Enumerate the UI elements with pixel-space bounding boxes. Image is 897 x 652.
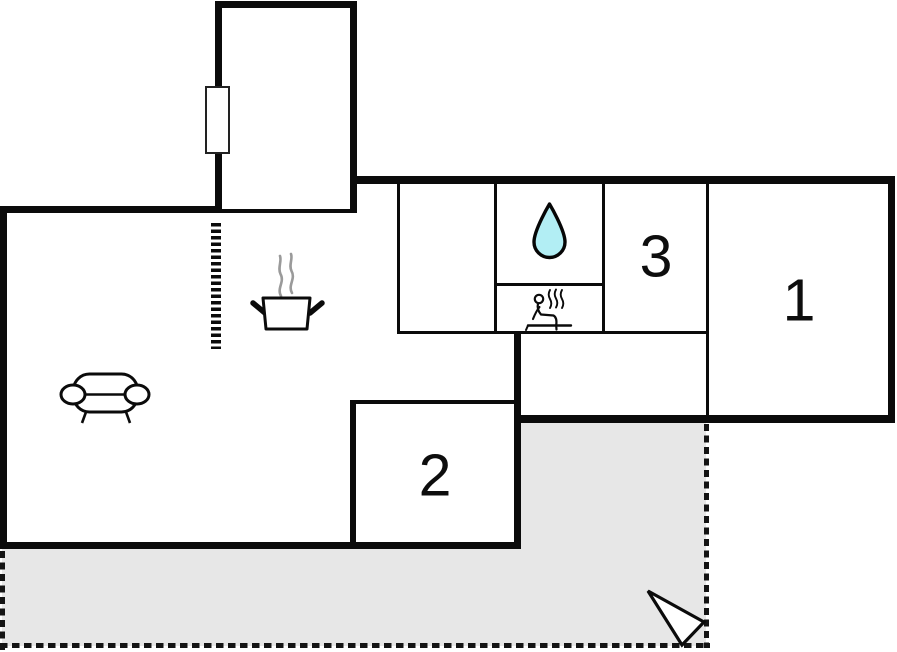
wall-segment xyxy=(215,1,357,8)
wall-segment xyxy=(350,400,356,549)
wall-segment xyxy=(350,1,357,213)
kitchen-divider-dashed-line xyxy=(211,223,221,349)
terrace-dashed-border-left xyxy=(0,551,5,650)
wall-segment xyxy=(218,209,352,213)
room-3-label: 3 xyxy=(639,223,673,290)
wall-segment xyxy=(0,542,521,549)
water-drop-icon xyxy=(532,202,567,260)
wall-segment xyxy=(215,154,222,213)
wall-segment xyxy=(494,184,497,334)
wall-segment xyxy=(0,206,218,213)
wall-segment xyxy=(497,283,602,286)
cooking-pot-icon xyxy=(250,252,325,331)
room-2-label: 2 xyxy=(418,442,452,509)
room-1-label: 1 xyxy=(782,267,816,334)
wall-segment xyxy=(397,184,400,334)
wall-segment xyxy=(215,1,222,86)
wall-segment xyxy=(514,333,521,549)
door-icon xyxy=(205,86,230,154)
entrance-arrow-icon xyxy=(646,589,707,648)
sofa-icon xyxy=(59,372,151,424)
terrace-area xyxy=(2,549,521,646)
wall-segment xyxy=(397,331,709,334)
sauna-person-icon xyxy=(525,288,573,331)
wall-segment xyxy=(351,176,895,184)
wall-segment xyxy=(514,415,895,423)
wall-segment xyxy=(0,206,7,549)
wall-segment xyxy=(350,400,518,404)
wall-segment xyxy=(706,184,709,416)
wall-segment xyxy=(602,184,605,334)
terrace-dashed-border-bottom xyxy=(0,643,710,648)
terrace-dashed-border-right xyxy=(704,424,709,648)
wall-segment xyxy=(888,176,895,423)
